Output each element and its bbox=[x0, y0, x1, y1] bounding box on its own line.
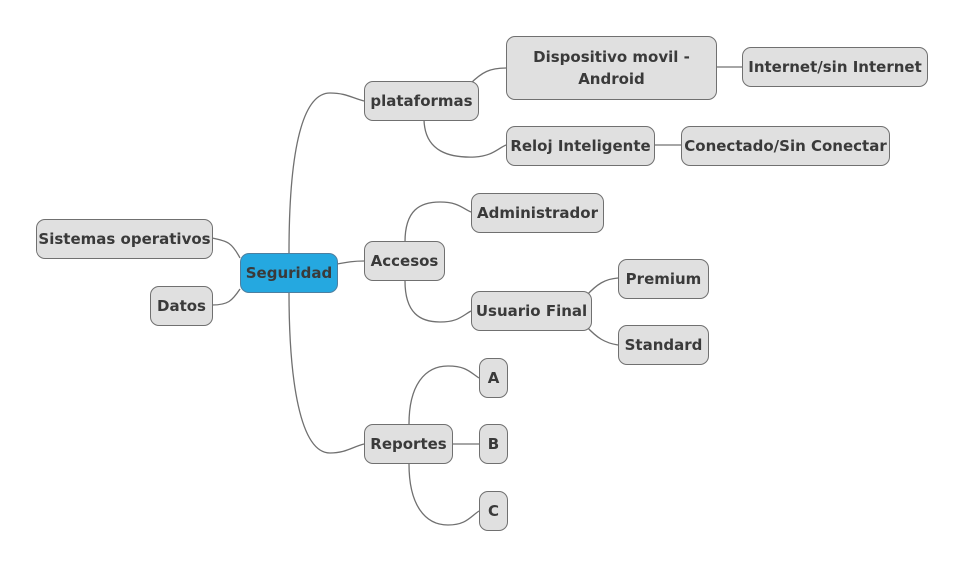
connector-usuario-premium bbox=[585, 277, 619, 297]
node-label: Standard bbox=[624, 336, 703, 354]
connector-plataformas-reloj bbox=[423, 119, 507, 158]
root-label: Seguridad bbox=[245, 264, 333, 282]
node-premium[interactable]: Premium bbox=[618, 259, 709, 299]
node-label: B bbox=[487, 435, 500, 453]
node-conectado-sin-conectar[interactable]: Conectado/Sin Conectar bbox=[681, 126, 890, 166]
connector-reportes-a bbox=[408, 365, 480, 425]
node-label: Premium bbox=[625, 270, 702, 288]
node-label-line2: Android bbox=[578, 70, 645, 88]
node-label: Accesos bbox=[370, 252, 439, 270]
node-label: A bbox=[487, 369, 500, 387]
node-standard[interactable]: Standard bbox=[618, 325, 709, 365]
connector-accesos-administrador bbox=[404, 201, 472, 243]
node-label-line1: Dispositivo movil - bbox=[533, 48, 690, 66]
node-label: Reportes bbox=[370, 435, 447, 453]
node-internet-sin-internet[interactable]: Internet/sin Internet bbox=[742, 47, 928, 87]
node-label: Sistemas operativos bbox=[38, 230, 211, 248]
node-reloj-inteligente[interactable]: Reloj Inteligente bbox=[506, 126, 655, 166]
node-label: plataformas bbox=[370, 92, 473, 110]
node-accesos[interactable]: Accesos bbox=[364, 241, 445, 281]
node-b[interactable]: B bbox=[479, 424, 508, 464]
node-datos[interactable]: Datos bbox=[150, 286, 213, 326]
node-plataformas[interactable]: plataformas bbox=[364, 81, 479, 121]
node-label: Conectado/Sin Conectar bbox=[684, 137, 887, 155]
connector-root-datos bbox=[211, 288, 241, 306]
node-sistemas-operativos[interactable]: Sistemas operativos bbox=[36, 219, 213, 259]
node-label: Internet/sin Internet bbox=[748, 58, 922, 76]
node-label: Datos bbox=[157, 297, 206, 315]
connector-reportes-c bbox=[408, 463, 480, 526]
root-node-seguridad[interactable]: Seguridad bbox=[240, 253, 338, 293]
node-administrador[interactable]: Administrador bbox=[471, 193, 604, 233]
node-label: Administrador bbox=[477, 204, 598, 222]
node-usuario-final[interactable]: Usuario Final bbox=[471, 291, 592, 331]
node-label: C bbox=[487, 502, 499, 520]
connector-root-sistemas bbox=[211, 237, 241, 259]
connector-root-accesos bbox=[336, 260, 365, 265]
node-c[interactable]: C bbox=[479, 491, 508, 531]
connector-usuario-standard bbox=[585, 325, 619, 346]
node-dispositivo-movil-android[interactable]: Dispositivo movil - Android bbox=[506, 36, 717, 100]
connector-accesos-usuario bbox=[404, 280, 472, 323]
connector-root-plataformas bbox=[288, 92, 365, 254]
node-a[interactable]: A bbox=[479, 358, 508, 398]
node-label: Usuario Final bbox=[475, 302, 588, 320]
connector-plataformas-dispositivo bbox=[469, 67, 507, 85]
node-reportes[interactable]: Reportes bbox=[364, 424, 453, 464]
connector-root-reportes bbox=[288, 291, 365, 454]
node-label: Reloj Inteligente bbox=[510, 137, 651, 155]
